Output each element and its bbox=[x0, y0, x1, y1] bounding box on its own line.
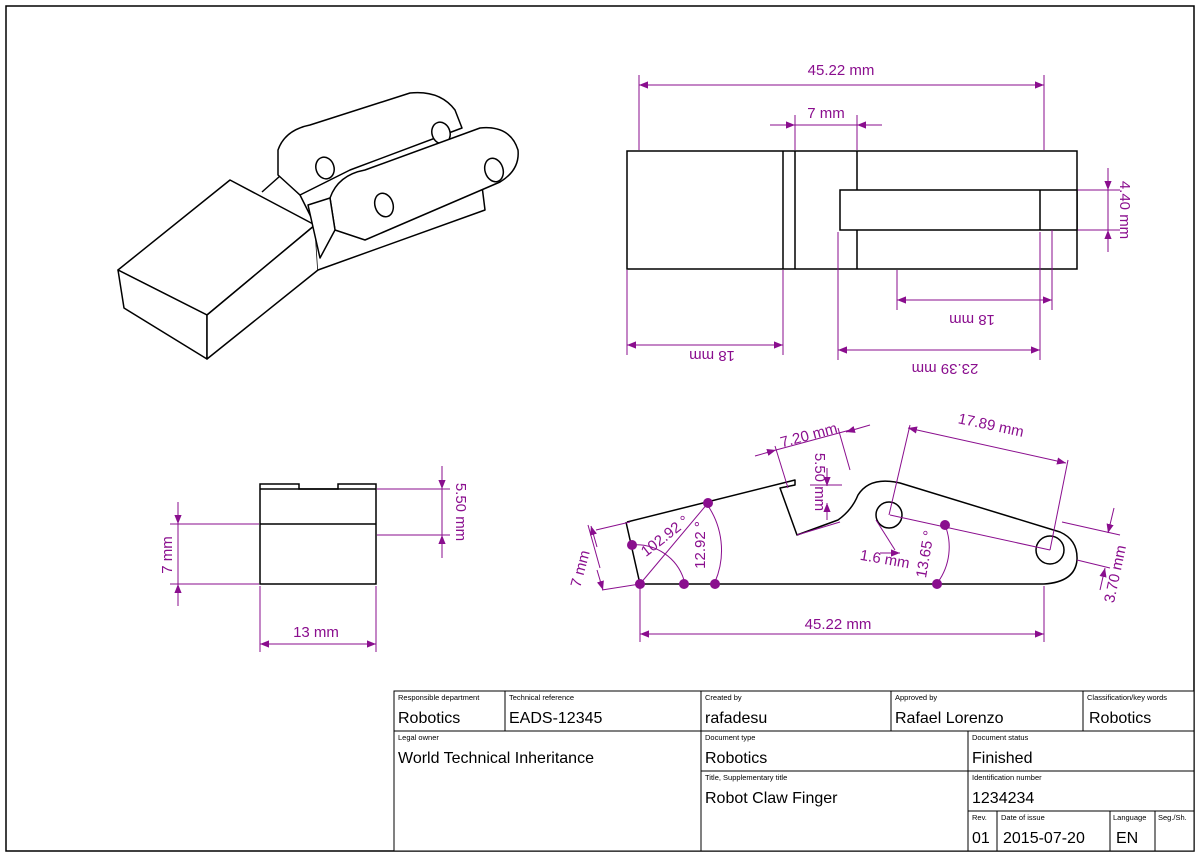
front-view-dimensions bbox=[170, 466, 450, 652]
top-view-dimensions bbox=[626, 75, 1120, 360]
side-view-points bbox=[627, 498, 950, 589]
dim-top-inner: 18 mm bbox=[949, 311, 995, 328]
dim-top-left-block: 18 mm bbox=[689, 347, 735, 364]
dim-front-upper: 5.50 mm bbox=[452, 483, 469, 541]
tb-value-title: Robot Claw Finger bbox=[705, 790, 838, 807]
dim-side-arm-length: 17.89 mm bbox=[957, 410, 1026, 440]
tb-value-language: EN bbox=[1116, 830, 1138, 847]
tb-label-language: Language bbox=[1113, 813, 1146, 822]
tb-value-technical-reference: EADS-12345 bbox=[509, 710, 602, 727]
dim-top-slot: 7 mm bbox=[807, 105, 845, 122]
dim-side-height: 7 mm bbox=[568, 549, 594, 590]
dim-top-gap: 4.40 mm bbox=[1116, 181, 1133, 239]
tb-value-responsible-department: Robotics bbox=[398, 710, 460, 727]
isometric-view bbox=[117, 91, 519, 360]
tb-value-identification-number: 1234234 bbox=[972, 790, 1034, 807]
tb-value-approved-by: Rafael Lorenzo bbox=[895, 710, 1004, 727]
tb-value-document-status: Finished bbox=[972, 750, 1032, 767]
tb-label-created-by: Created by bbox=[705, 693, 742, 702]
tb-value-classification: Robotics bbox=[1089, 710, 1151, 727]
dim-side-notch-width: 7.20 mm bbox=[778, 420, 839, 452]
tb-label-document-type: Document type bbox=[705, 733, 755, 742]
tb-label-legal-owner: Legal owner bbox=[398, 733, 439, 742]
tb-value-document-type: Robotics bbox=[705, 750, 767, 767]
tb-value-legal-owner: World Technical Inheritance bbox=[398, 750, 594, 767]
tb-label-classification: Classification/key words bbox=[1087, 693, 1167, 702]
tb-label-date-of-issue: Date of issue bbox=[1001, 813, 1045, 822]
dim-side-notch-depth: 5.50 mm bbox=[811, 453, 828, 511]
tb-value-revision: 01 bbox=[972, 830, 990, 847]
tb-label-document-status: Document status bbox=[972, 733, 1029, 742]
dim-front-width: 13 mm bbox=[293, 624, 339, 641]
dim-front-height: 7 mm bbox=[159, 536, 176, 574]
tb-value-date-of-issue: 2015-07-20 bbox=[1003, 830, 1085, 847]
tb-label-title: Title, Supplementary title bbox=[705, 773, 787, 782]
dim-top-overall: 45.22 mm bbox=[808, 62, 875, 79]
side-view-dimensions bbox=[587, 424, 1121, 642]
dim-side-arm-width: 3.70 mm bbox=[1101, 544, 1130, 605]
dim-side-angle-2: 12.92 ° bbox=[692, 521, 709, 569]
tb-label-revision: Rev. bbox=[972, 813, 987, 822]
tb-value-created-by: rafadesu bbox=[705, 710, 767, 727]
tb-label-identification-number: Identification number bbox=[972, 773, 1042, 782]
top-view bbox=[626, 150, 1078, 270]
title-block bbox=[393, 690, 1195, 852]
front-view bbox=[259, 483, 377, 585]
tb-label-sheet: Seg./Sh. bbox=[1158, 813, 1187, 822]
tb-label-responsible-department: Responsible department bbox=[398, 693, 480, 702]
tb-label-approved-by: Approved by bbox=[895, 693, 937, 702]
tb-label-technical-reference: Technical reference bbox=[509, 693, 574, 702]
dim-side-length: 45.22 mm bbox=[805, 616, 872, 633]
dim-top-right-part: 23.39 mm bbox=[912, 360, 979, 377]
